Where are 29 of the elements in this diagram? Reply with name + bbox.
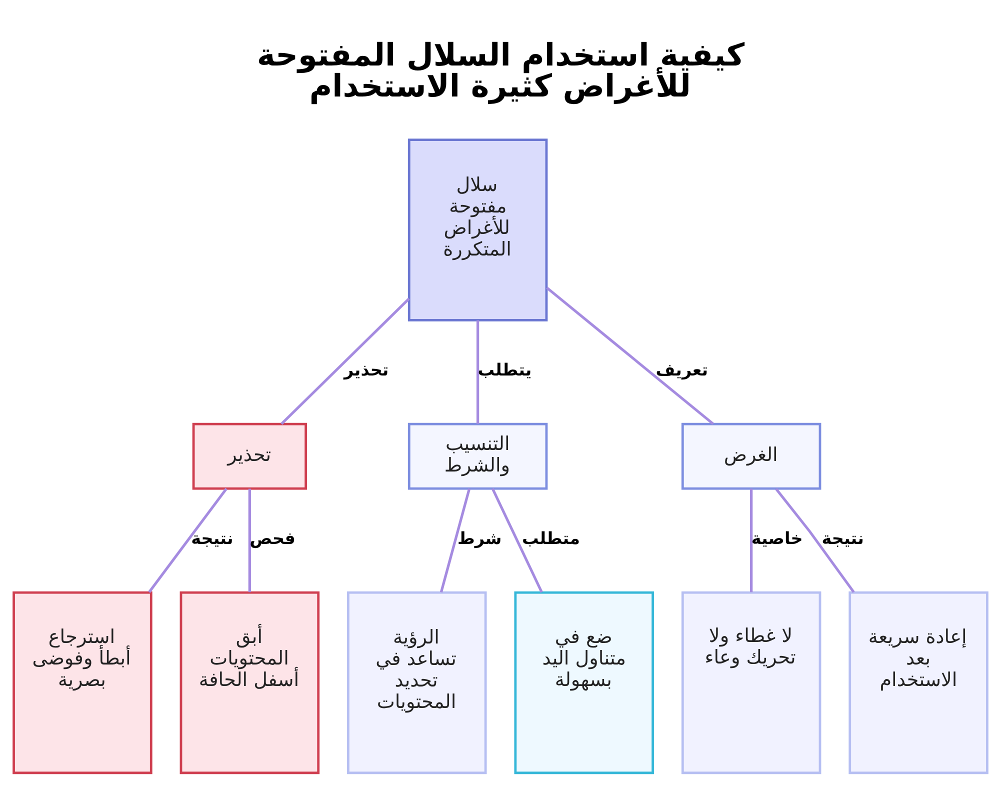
connector <box>439 488 470 592</box>
diagram-title: كيفية استخدام السلال المفتوحة للأغراض كثيرة الاستخدام <box>256 37 744 104</box>
edge-label: يتطلب <box>477 358 532 379</box>
connector <box>750 488 752 592</box>
connector <box>476 320 479 424</box>
node-box: إعادة سريعة بعد الاستخدام <box>848 590 988 774</box>
edge-label: نتيجة <box>821 527 864 548</box>
connector <box>280 297 410 424</box>
connector <box>490 488 542 592</box>
edge-label: تعريف <box>655 358 708 379</box>
edge-label: شرط <box>457 527 502 548</box>
node-box: تحذير <box>192 422 306 490</box>
node-box: استرجاع أبطأ وفوضى بصرية <box>12 590 152 774</box>
node-box: سلال مفتوحة للأغراض المتكررة <box>407 138 548 321</box>
node-box: التنسيب والشرط <box>407 422 548 490</box>
connector <box>774 488 854 592</box>
node-box: الرؤية تساعد في تحديد المحتويات <box>346 590 486 774</box>
edge-label: تحذير <box>344 358 388 379</box>
edge-label: فحص <box>249 527 295 548</box>
node-box: لا غطاء ولا تحريك وعاء <box>680 590 821 774</box>
connector <box>248 488 250 592</box>
node-box: الغرض <box>680 422 821 490</box>
connector <box>546 286 714 424</box>
node-box: أبق المحتويات أسفل الحافة <box>179 590 320 774</box>
edge-label: متطلب <box>522 527 580 548</box>
edge-label: نتيجة <box>190 527 233 548</box>
node-box: ضع في متناول اليد بسهولة <box>514 590 654 774</box>
edge-label: خاصية <box>750 527 802 548</box>
connector <box>148 487 227 592</box>
